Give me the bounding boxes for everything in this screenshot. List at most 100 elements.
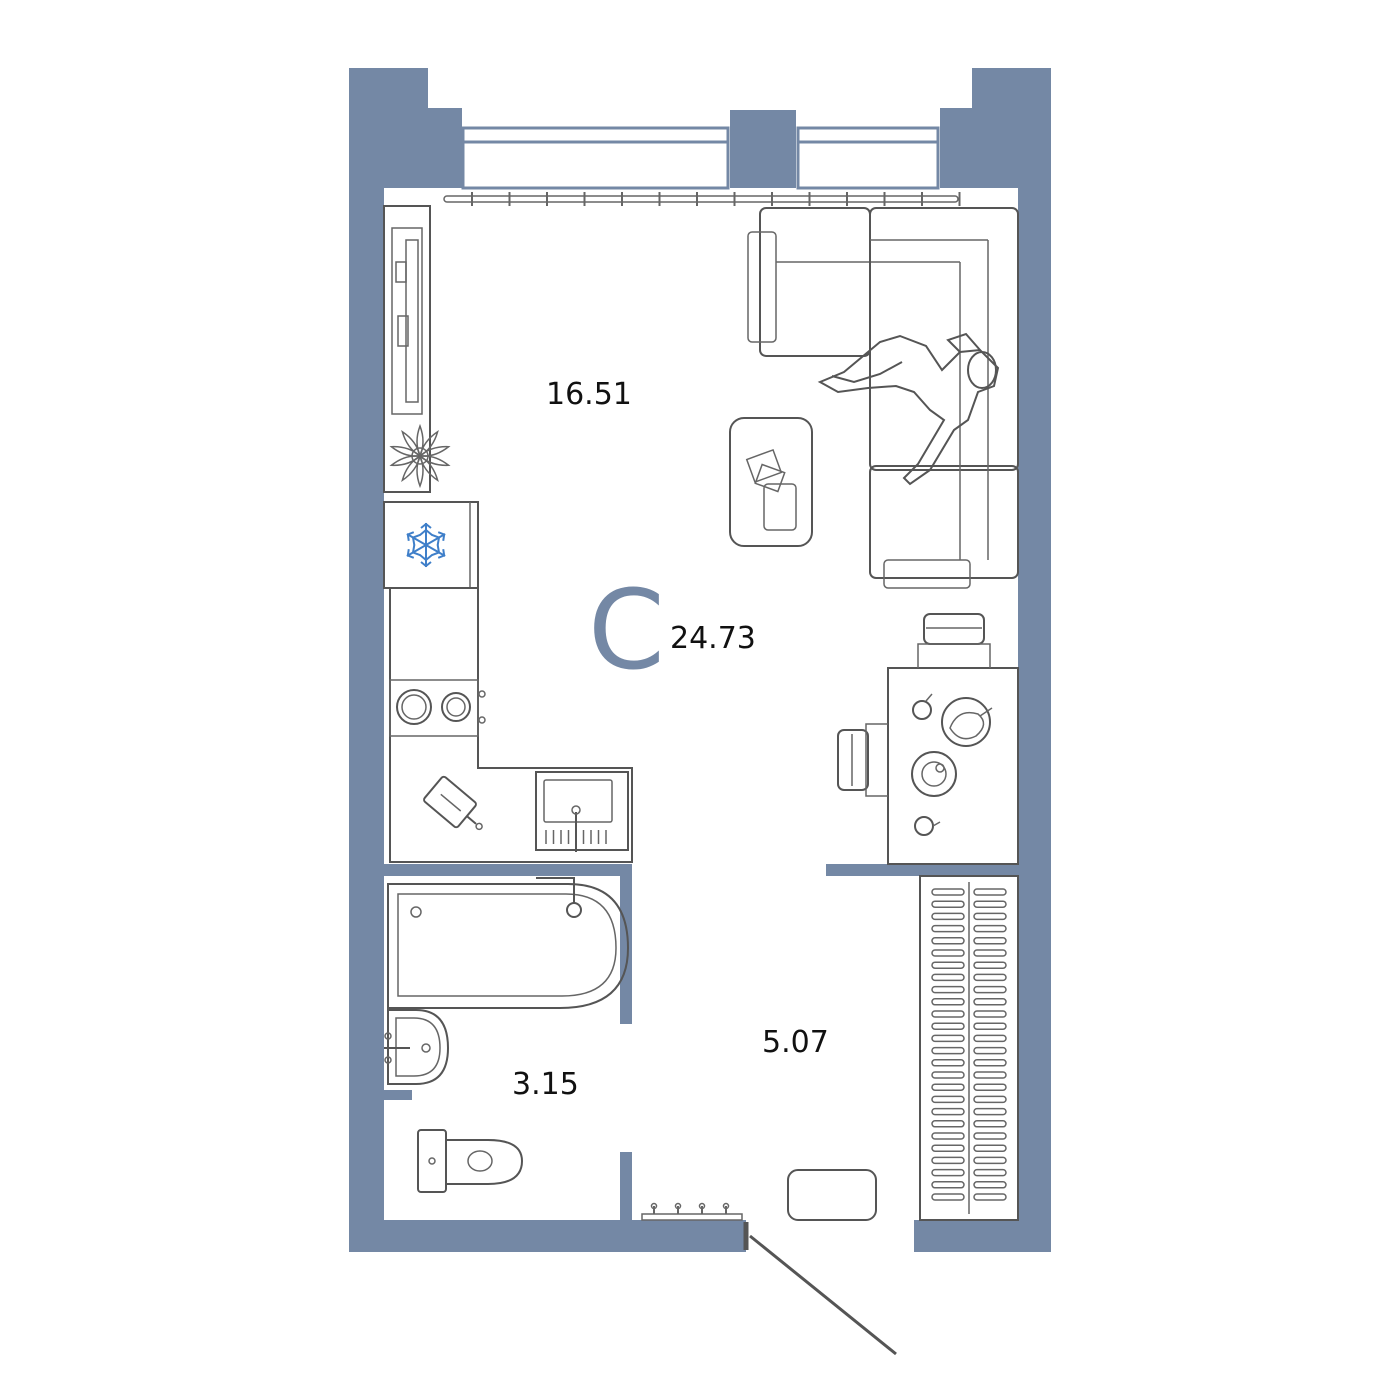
hanger: [931, 1083, 965, 1091]
window-left: [461, 126, 730, 144]
hanger: [973, 1010, 1007, 1018]
window-right-sill: [796, 140, 940, 190]
hanger: [973, 1144, 1007, 1152]
windows: [461, 126, 940, 190]
hanger: [931, 924, 965, 933]
fridge: [383, 501, 479, 589]
walls: [349, 68, 1051, 1252]
hanger: [973, 1071, 1007, 1079]
snowflake-arm: [425, 531, 446, 546]
wall-left-outer: [349, 68, 384, 1252]
snowflake-arm: [406, 531, 427, 546]
hanger: [931, 900, 965, 908]
window-left-sill: [461, 140, 730, 190]
hanger: [973, 1059, 1007, 1067]
total-area: 24.73: [670, 621, 756, 656]
kitchen-sink: [535, 771, 629, 852]
wardrobe: [919, 875, 1019, 1221]
hanger: [931, 1010, 965, 1018]
wall-right-outer: [1018, 68, 1051, 1252]
hanger: [973, 1095, 1007, 1104]
hanger: [973, 1046, 1007, 1055]
hanger: [973, 1107, 1007, 1116]
room-area-bathroom: 3.15: [512, 1067, 579, 1102]
apartment-type-letter: С: [588, 566, 665, 694]
snowflake-arm: [406, 544, 427, 559]
wall-bathroom-right-lower: [620, 1152, 632, 1220]
wall-left-top-block-2: [384, 108, 462, 188]
hanger: [931, 973, 965, 982]
snowflake-arm: [419, 545, 433, 568]
hanger: [973, 1083, 1007, 1091]
hanger: [931, 1156, 965, 1165]
hanger: [931, 912, 965, 921]
window-right: [796, 126, 940, 144]
hanger: [931, 1046, 965, 1055]
wall-bathroom-right-upper: [620, 864, 632, 1024]
hanger: [931, 1022, 965, 1030]
sofa: [747, 207, 1019, 589]
stove: [389, 679, 486, 737]
hanger: [931, 1144, 965, 1152]
hanger: [973, 1168, 1007, 1177]
hanger: [973, 1034, 1007, 1043]
hanger: [973, 924, 1007, 933]
room-area-living-kitchen: 16.51: [546, 377, 632, 412]
plant-icon: [389, 423, 451, 489]
rack-pin-head: [698, 1202, 706, 1210]
curtain-rail: [443, 192, 961, 206]
hanger: [931, 1071, 965, 1079]
wall-bathroom-top: [384, 864, 632, 876]
hanger: [931, 1059, 965, 1067]
rack-pin-head: [674, 1202, 682, 1210]
wall-right-top-block-2: [940, 108, 1018, 188]
shoe-rack: [641, 1202, 743, 1221]
hanger: [931, 949, 965, 957]
hanger: [973, 973, 1007, 982]
plant-leaf: [401, 430, 422, 458]
hanger: [973, 888, 1007, 896]
toilet: [417, 1129, 524, 1193]
hanger: [973, 949, 1007, 957]
hanger: [973, 1022, 1007, 1030]
hanger: [931, 1107, 965, 1116]
hanger: [973, 1132, 1007, 1140]
snowflake-arm: [425, 544, 446, 559]
coffee-table: [729, 417, 813, 547]
hanger: [931, 985, 965, 994]
hanger: [973, 1181, 1007, 1189]
person-figure: [817, 332, 1000, 486]
hanger: [973, 998, 1007, 1006]
hanger: [973, 1120, 1007, 1128]
hanger: [931, 998, 965, 1006]
chair-top: [917, 613, 991, 668]
room-area-hallway: 5.07: [762, 1025, 829, 1060]
hanger: [973, 900, 1007, 908]
door-mat: [787, 1169, 877, 1221]
hanger: [973, 937, 1007, 945]
wall-bottom-right: [914, 1220, 1018, 1252]
hanger: [931, 1193, 965, 1201]
snowflake-icon: [406, 522, 446, 568]
kitchen-counter: [389, 587, 633, 863]
hanger: [931, 1120, 965, 1128]
hanger: [973, 985, 1007, 994]
hanger: [973, 1193, 1007, 1201]
wall-right-top-block: [972, 68, 1018, 108]
wall-bottom-left: [384, 1220, 746, 1252]
hanger: [973, 1156, 1007, 1165]
hanger: [931, 1132, 965, 1140]
hanger: [931, 1034, 965, 1043]
wall-bathroom-nook: [384, 1090, 412, 1100]
bathtub: [387, 877, 630, 1009]
bathroom-sink: [384, 1009, 450, 1085]
hanger: [931, 1168, 965, 1177]
hanger: [973, 912, 1007, 921]
entrance-door: [743, 1222, 897, 1356]
hanger: [931, 888, 965, 896]
wall-wardrobe-top: [826, 864, 1018, 876]
hanger: [931, 1095, 965, 1104]
wall-left-top-block: [384, 68, 428, 108]
rack-pin-head: [722, 1202, 730, 1210]
